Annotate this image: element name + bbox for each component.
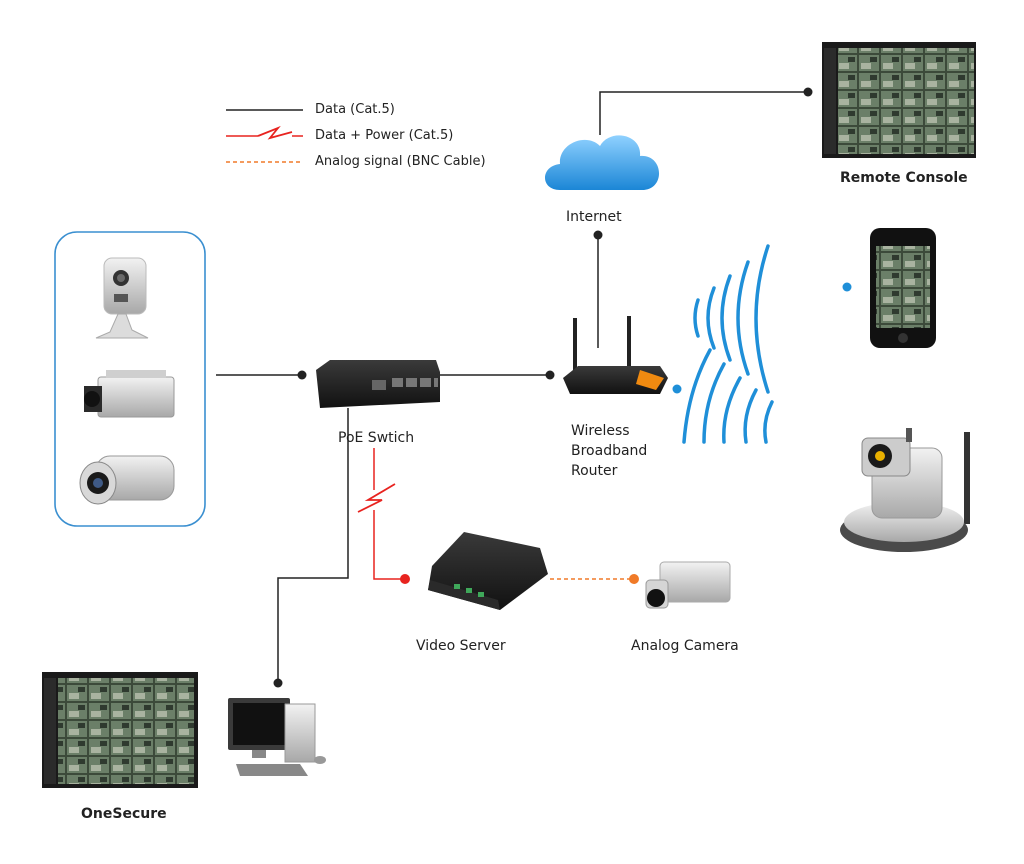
wifi-signal-icon xyxy=(682,244,774,444)
node-dot-console xyxy=(803,87,813,97)
internet-label: Internet xyxy=(566,209,622,225)
ptz-wireless-camera-icon xyxy=(840,428,970,552)
onesecure-label: OneSecure xyxy=(81,806,167,822)
router-label-line2: Broadband xyxy=(571,443,648,459)
node-dot-videoserver xyxy=(400,574,410,584)
legend-analog-label: Analog signal (BNC Cable) xyxy=(315,154,486,169)
node-dot-analog xyxy=(629,574,639,584)
analog-camera-icon xyxy=(645,561,731,609)
legend-data-power-label: Data + Power (Cat.5) xyxy=(315,128,454,143)
wifi-dot-phone xyxy=(842,282,852,292)
power-bolt xyxy=(357,483,396,513)
legend xyxy=(226,109,303,163)
ip-camera-group xyxy=(54,231,206,527)
line-internet-console xyxy=(599,91,808,135)
remote-console-screen xyxy=(822,42,976,158)
poe-switch-icon xyxy=(316,360,440,408)
wifi-dot-router xyxy=(672,384,682,394)
node-dot-switch-left xyxy=(297,370,307,380)
video-server-icon xyxy=(428,532,548,610)
cube-camera-icon xyxy=(95,257,149,339)
legend-data-label: Data (Cat.5) xyxy=(315,102,395,117)
node-dot-pc xyxy=(273,678,283,688)
router-label-line1: Wireless xyxy=(571,423,630,439)
router-label-line3: Router xyxy=(571,463,618,479)
connections xyxy=(216,87,813,688)
line-switch-pc xyxy=(277,408,349,683)
node-dot-internet xyxy=(593,230,603,240)
smartphone-icon xyxy=(870,228,936,348)
camera-group-border xyxy=(54,231,206,527)
onesecure-screen xyxy=(42,672,198,788)
internet-cloud-icon xyxy=(545,135,660,190)
box-camera-icon xyxy=(84,370,175,418)
router-icon xyxy=(563,316,668,394)
legend-power-line xyxy=(226,125,303,140)
video-server-label: Video Server xyxy=(416,638,506,654)
poe-switch-label: PoE Swtich xyxy=(338,430,415,446)
remote-console-label: Remote Console xyxy=(840,170,968,186)
analog-camera-label: Analog Camera xyxy=(631,638,739,654)
node-dot-router-left xyxy=(545,370,555,380)
desktop-pc-icon xyxy=(228,698,326,776)
bullet-camera-icon xyxy=(79,455,175,505)
